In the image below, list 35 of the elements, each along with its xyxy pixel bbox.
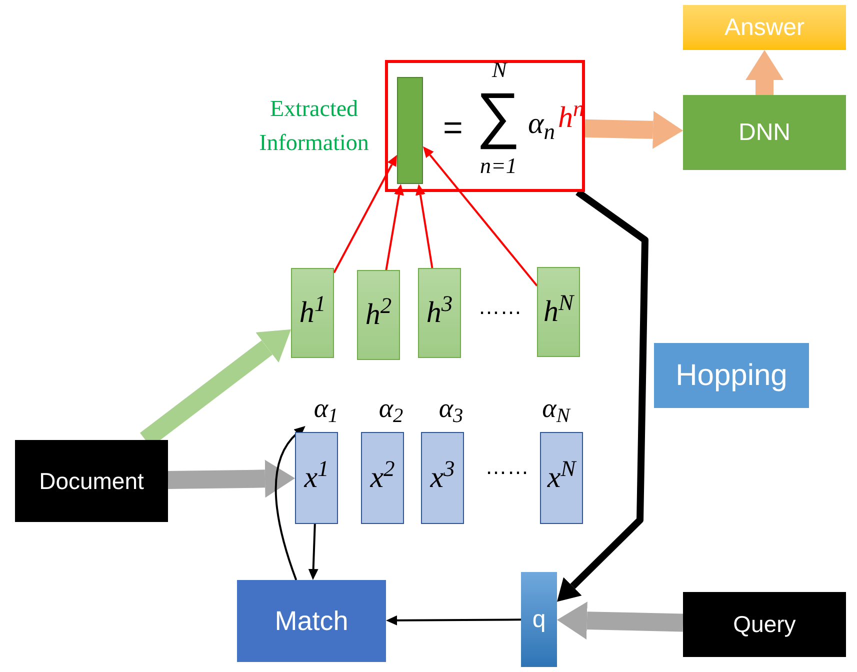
ellipsis: ……	[478, 296, 522, 318]
caption-text: Extracted Information	[258, 95, 370, 157]
summation-lower-limit: n=1	[480, 155, 517, 177]
ellipsis: ……	[485, 456, 529, 478]
input-vector-box: x$^{3}$	[421, 432, 464, 524]
arrow	[385, 184, 404, 270]
hidden-vector-box: h$^{1}$	[291, 268, 334, 358]
input-vector-box: x$^{1}$	[295, 432, 338, 524]
summation-upper-limit: N	[492, 59, 507, 81]
arrow	[274, 426, 304, 580]
block-arrow	[557, 189, 648, 602]
attention-weight-text: α$_{3}$	[428, 390, 474, 426]
hopping-box: Hopping	[654, 343, 809, 408]
arrow	[387, 615, 521, 626]
attention-weight-text: α$_{N}$	[528, 390, 584, 426]
input-vector-box: x$^{N}$	[540, 432, 583, 524]
hidden-vector-box: h$^{3}$	[418, 268, 461, 358]
match-box: Match	[237, 580, 386, 662]
summation-sign: ∑	[476, 85, 520, 147]
arrow	[308, 524, 318, 579]
attention-weight-text: α$_{1}$	[303, 390, 349, 426]
input-vector-box: x$^{2}$	[361, 432, 404, 524]
arrow	[333, 156, 397, 274]
arrow	[424, 147, 538, 286]
query-vector-bar: q	[521, 572, 557, 667]
equals-sign: =	[443, 111, 463, 145]
arrow	[415, 184, 434, 268]
attention-weight-text: α$_{2}$	[368, 390, 414, 426]
dnn-box: DNN	[683, 95, 846, 170]
weight-term: α$_{n}$	[528, 109, 555, 139]
document-box: Document	[15, 440, 168, 522]
hidden-vector-box: h$^{N}$	[537, 267, 580, 357]
answer-box: Answer	[683, 5, 846, 50]
hidden-vector-box: h$^{2}$	[357, 270, 400, 360]
query-box: Query	[683, 592, 846, 657]
